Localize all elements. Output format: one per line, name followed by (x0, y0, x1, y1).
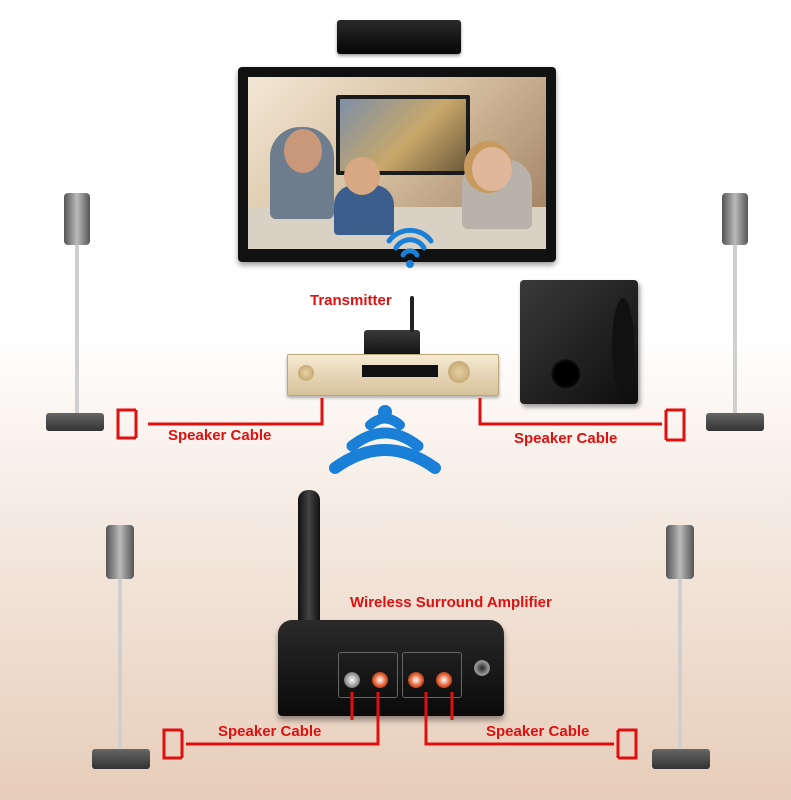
speaker-pole (118, 579, 122, 751)
terminal-l-plus (436, 672, 452, 688)
speaker-cable-label-rear-left: Speaker Cable (218, 723, 322, 740)
receiver-display (362, 365, 438, 377)
speaker-pole (733, 245, 737, 415)
cable-rear-left (162, 692, 380, 760)
cable-front-left (116, 398, 324, 440)
terminal-l-minus (408, 672, 424, 688)
woman-head (472, 147, 512, 191)
speaker-head (106, 525, 134, 579)
cable-rear-right (424, 692, 638, 760)
speaker-front-left (46, 193, 106, 436)
speaker-base (652, 749, 710, 769)
cable-front-right (478, 398, 686, 442)
speaker-base (46, 413, 104, 431)
transmitter-box (364, 330, 420, 356)
transmitter-antenna (410, 296, 414, 332)
wireless-surround-amplifier (278, 620, 504, 716)
television (238, 67, 556, 262)
soundbar (337, 20, 461, 54)
amplifier-label: Wireless Surround Amplifier (350, 594, 552, 611)
receiver-knob (448, 361, 470, 383)
dc-power-jack (474, 660, 490, 676)
terminal-r-plus (372, 672, 388, 688)
big-wifi-icon (329, 405, 441, 474)
speaker-pole (678, 579, 682, 751)
speaker-cable-label-rear-right: Speaker Cable (486, 723, 590, 740)
right-out-panel (338, 652, 398, 698)
boy-head (344, 157, 380, 195)
speaker-pole (75, 245, 79, 415)
speaker-rear-left (92, 525, 152, 775)
transmitter-label: Transmitter (310, 292, 392, 309)
terminal-r-minus (344, 672, 360, 688)
subwoofer-port (550, 358, 582, 390)
speaker-rear-right (652, 525, 712, 775)
speaker-head (666, 525, 694, 579)
speaker-cable-label-front-left: Speaker Cable (168, 427, 272, 444)
speaker-base (92, 749, 150, 769)
speaker-front-right (706, 193, 766, 436)
speaker-head (64, 193, 90, 245)
tv-screen (248, 77, 546, 249)
subwoofer (520, 280, 638, 404)
speaker-base (706, 413, 764, 431)
subwoofer-cone (612, 298, 634, 394)
small-wifi-icon (386, 227, 434, 268)
speaker-cable-label-front-right: Speaker Cable (514, 430, 618, 447)
receiver-knob-left (298, 365, 314, 381)
man-head (284, 129, 322, 173)
left-out-panel (402, 652, 462, 698)
av-receiver (287, 354, 499, 396)
speaker-head (722, 193, 748, 245)
